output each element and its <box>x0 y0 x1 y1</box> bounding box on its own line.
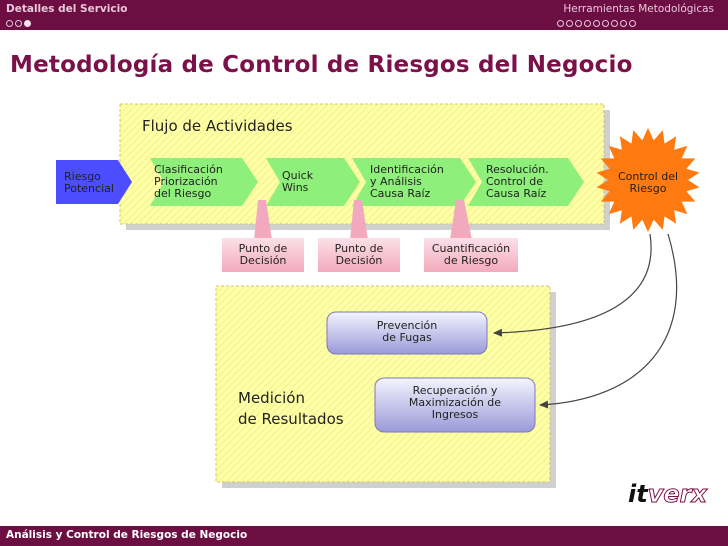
flow-heading: Flujo de Actividades <box>142 117 293 135</box>
arrow-to-recovery <box>539 233 678 409</box>
nav-dot[interactable] <box>611 20 618 27</box>
step-label: Resolución. Control de Causa Raíz <box>486 163 549 200</box>
callout-label: Punto de Decisión <box>238 242 288 267</box>
callout-label: Cuantificación de Riesgo <box>431 242 511 267</box>
right-nav-dots[interactable] <box>557 18 638 27</box>
callout-pointer <box>450 200 472 240</box>
nav-dot[interactable] <box>557 20 564 27</box>
result-box-label: Prevención de Fugas <box>376 319 438 344</box>
step-shape <box>352 158 476 206</box>
step-shape <box>468 158 584 206</box>
nav-dot[interactable] <box>15 20 22 27</box>
step-label: Quick Wins <box>282 169 314 194</box>
nav-dot[interactable] <box>566 20 573 27</box>
nav-dot[interactable] <box>584 20 591 27</box>
nav-dot[interactable] <box>575 20 582 27</box>
callout-label: Punto de Decisión <box>334 242 384 267</box>
nav-dot[interactable] <box>593 20 600 27</box>
slide-title: Metodología de Control de Riesgos del Ne… <box>10 52 633 78</box>
footer-bar: Análisis y Control de Riesgos de Negocio <box>0 526 728 546</box>
step-shape <box>150 158 258 206</box>
company-logo: itverx <box>628 480 707 509</box>
section-title[interactable]: Detalles del Servicio <box>6 3 128 15</box>
result-box <box>374 377 536 433</box>
step-label: Clasificación Priorización del Riesgo <box>154 163 223 200</box>
nav-dot[interactable] <box>6 20 13 27</box>
start-label: Riesgo Potencial <box>64 170 114 195</box>
callout-box <box>222 238 304 272</box>
callout-box <box>318 238 400 272</box>
left-nav-dots[interactable] <box>6 18 33 27</box>
results-heading: Medición de Resultados <box>238 389 344 428</box>
control-starburst <box>596 128 700 232</box>
step-label: Identificación y Análisis Causa Raíz <box>370 163 444 200</box>
callout-box <box>424 238 518 272</box>
nav-dot[interactable] <box>602 20 609 27</box>
result-box-label: Recuperación y Maximización de Ingresos <box>408 384 502 421</box>
callout-pointer <box>350 200 368 240</box>
arrow-to-prevention <box>493 233 652 337</box>
section-title-right[interactable]: Herramientas Metodológicas <box>563 3 714 15</box>
nav-dot[interactable] <box>629 20 636 27</box>
star-label: Control del Riesgo <box>617 170 679 195</box>
result-box <box>326 311 488 355</box>
nav-dot-active[interactable] <box>24 20 31 27</box>
top-navigation-bar: Detalles del Servicio Herramientas Metod… <box>0 0 728 30</box>
footer-text: Análisis y Control de Riesgos de Negocio <box>6 529 248 541</box>
step-shape <box>266 158 360 206</box>
callout-pointer <box>254 200 272 240</box>
start-arrow-shape <box>56 160 132 204</box>
nav-dot[interactable] <box>620 20 627 27</box>
